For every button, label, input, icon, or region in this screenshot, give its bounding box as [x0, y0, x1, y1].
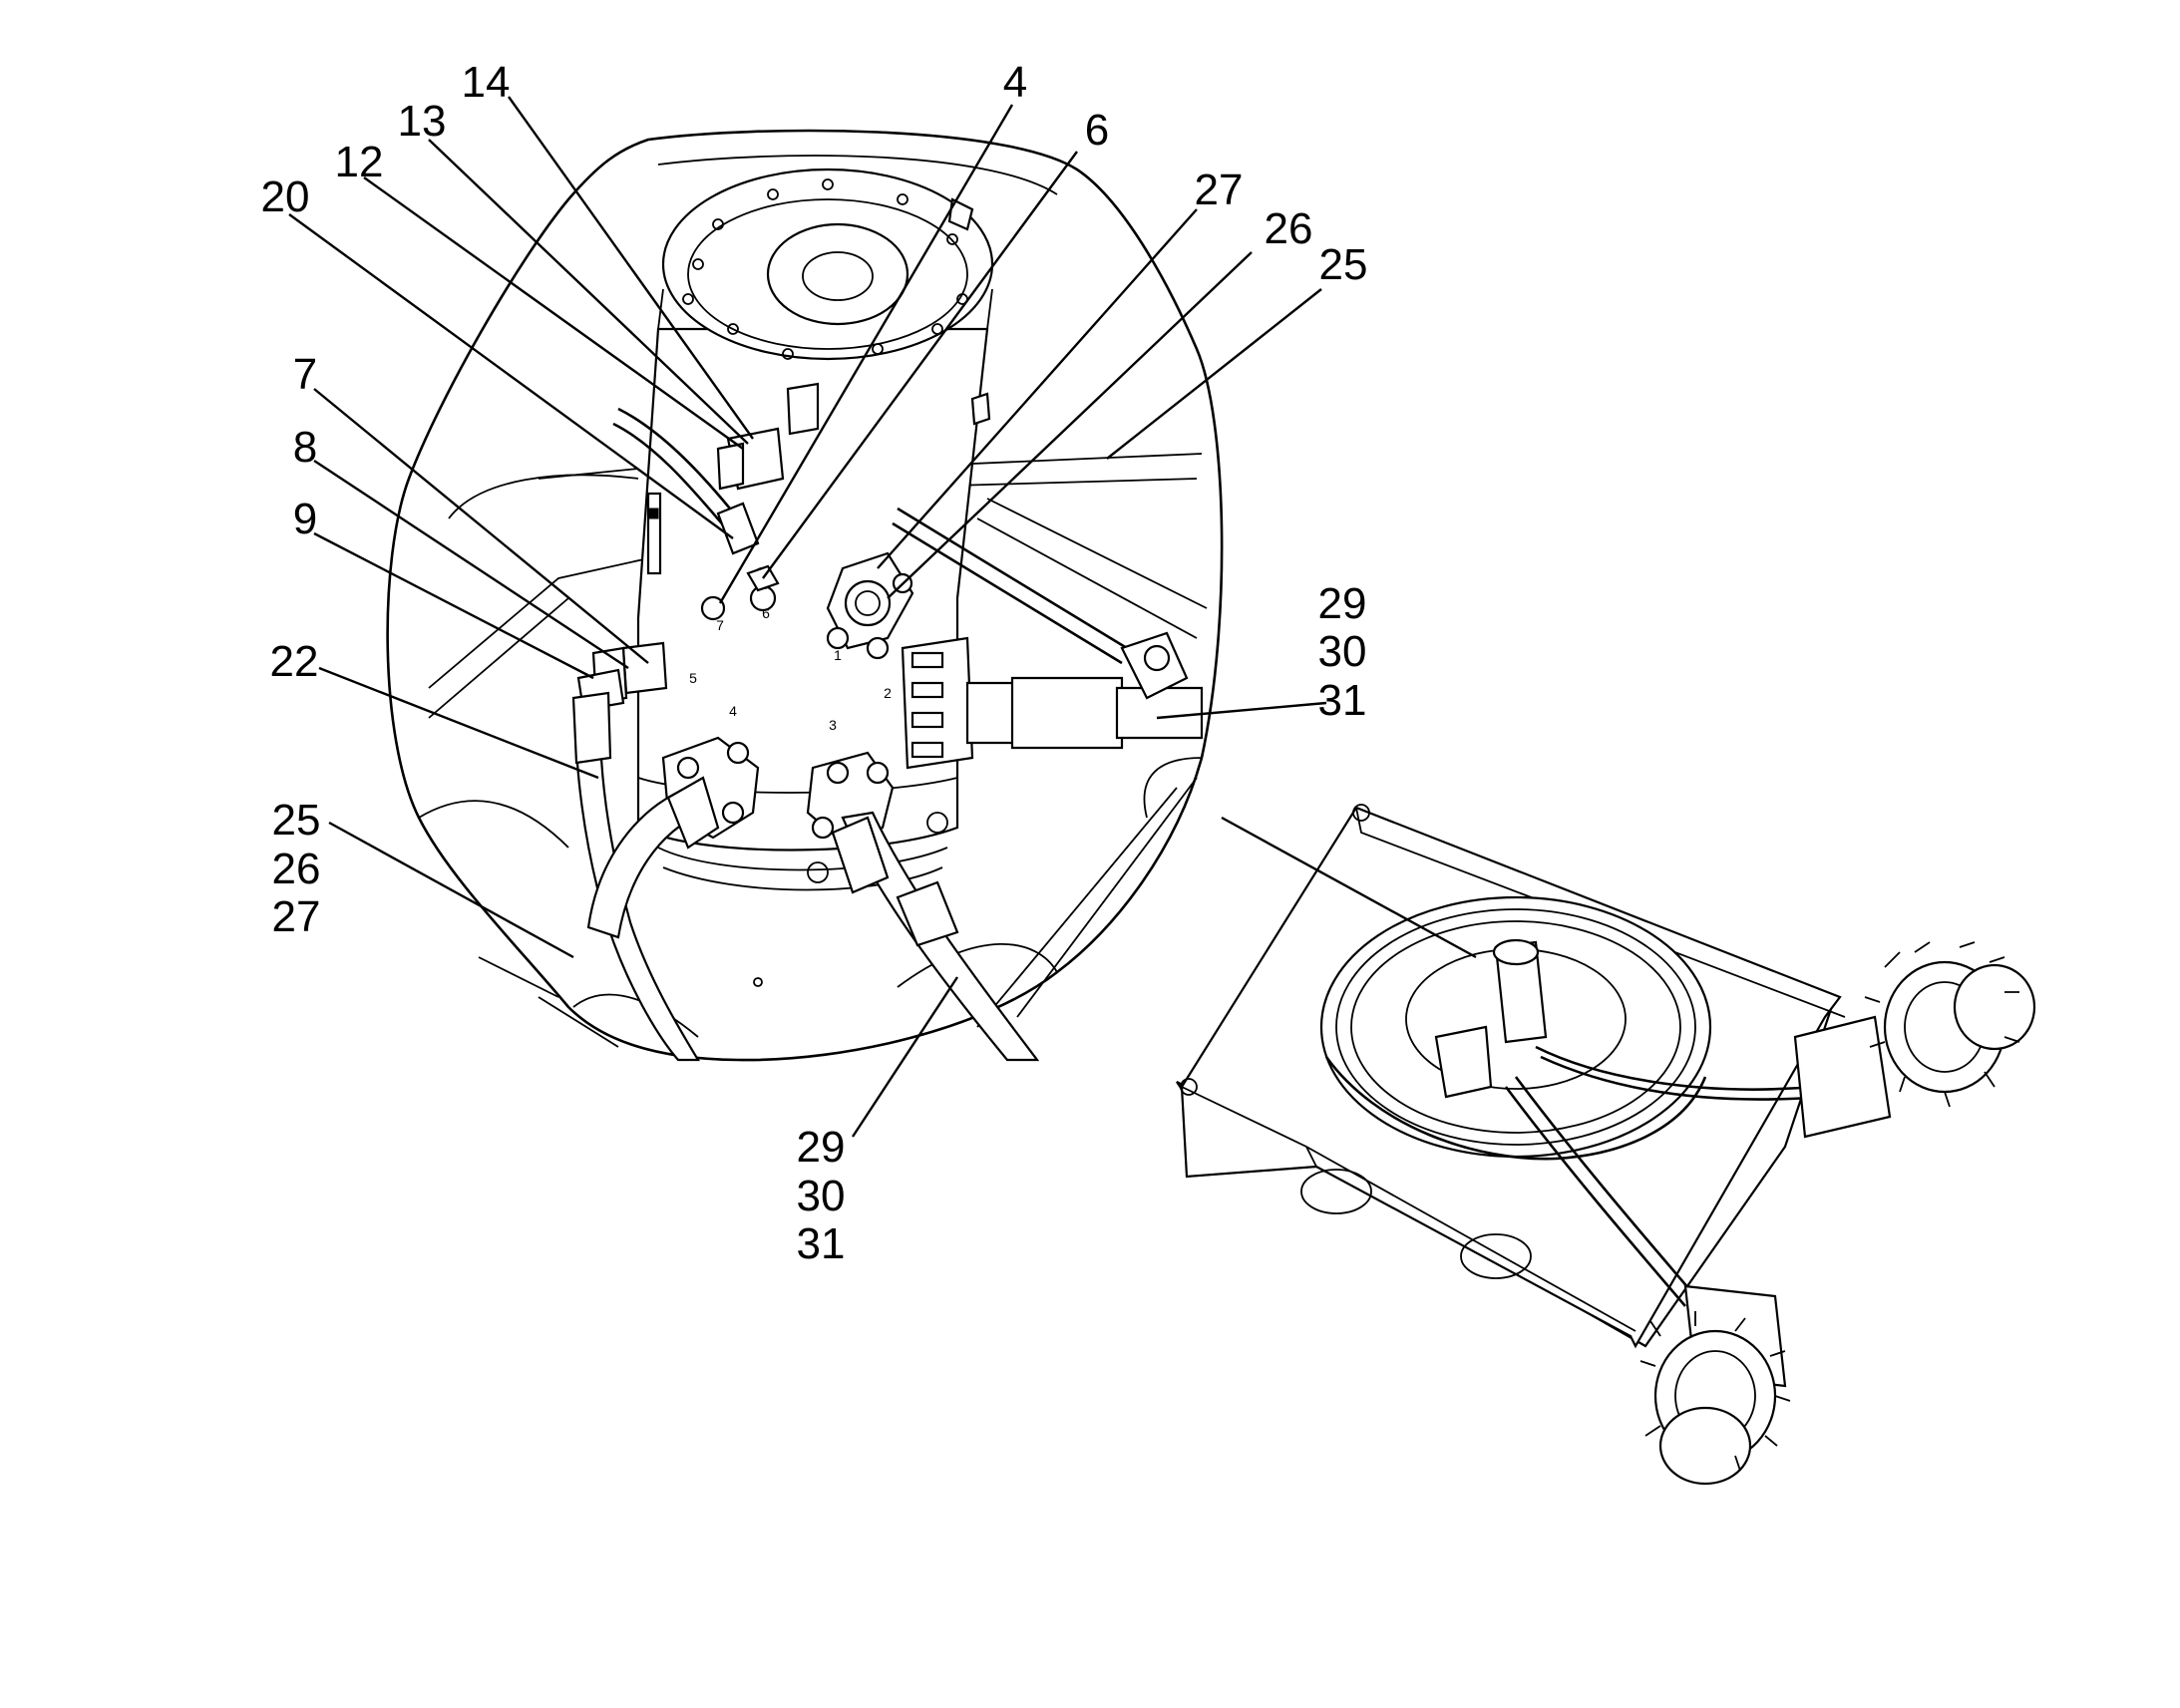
- port-label-4: 4: [729, 703, 737, 719]
- callout-25: 25: [1319, 240, 1368, 289]
- callout-9: 9: [293, 495, 317, 543]
- callout-27: 27: [272, 892, 321, 941]
- callout-13: 13: [398, 97, 447, 146]
- callout-26: 26: [272, 845, 321, 893]
- callout-group-25-26-27-left: 25 26 27: [272, 796, 321, 941]
- housing-outline: [386, 129, 1224, 1062]
- callout-29: 29: [1318, 579, 1367, 628]
- port-label-7: 7: [716, 617, 724, 633]
- port-label-6: 6: [762, 605, 770, 621]
- hoses: [571, 407, 1204, 1062]
- port-label-5: 5: [689, 670, 697, 686]
- callout-8: 8: [293, 423, 317, 472]
- bottom-track-wheel: [1639, 1284, 1791, 1486]
- callout-30: 30: [1318, 627, 1367, 676]
- top-bolt-holes: [682, 178, 968, 360]
- callout-27: 27: [1195, 166, 1244, 214]
- callout-25: 25: [272, 796, 321, 845]
- callout-14: 14: [462, 58, 511, 107]
- callout-31: 31: [797, 1219, 846, 1268]
- callout-labels: 14 13 12 20 4 6 27 26 25 7 8 9 22 29 30 …: [261, 58, 1368, 1268]
- callout-22: 22: [270, 637, 319, 686]
- port-label-3: 3: [829, 717, 837, 733]
- callout-20: 20: [261, 172, 310, 221]
- leader-lines: [288, 96, 1477, 1138]
- callout-7: 7: [293, 350, 317, 399]
- undercarriage-overview-view: [1176, 804, 2036, 1486]
- ports: [576, 551, 974, 845]
- port-label-1: 1: [834, 647, 842, 663]
- callout-29: 29: [797, 1123, 846, 1172]
- callout-30: 30: [797, 1172, 846, 1220]
- callout-group-29-30-31-bottom: 29 30 31: [797, 1123, 846, 1268]
- port-label-2: 2: [884, 685, 892, 701]
- callout-12: 12: [335, 138, 384, 186]
- rotary-joint-detail-view: 1 2 3 4 5 6 7: [386, 129, 1224, 1062]
- callout-4: 4: [1003, 58, 1027, 107]
- callout-group-29-30-31-right: 29 30 31: [1318, 579, 1367, 725]
- right-track-wheel: [1793, 941, 2036, 1139]
- callout-26: 26: [1265, 204, 1313, 253]
- callout-6: 6: [1085, 106, 1109, 155]
- callout-31: 31: [1318, 676, 1367, 725]
